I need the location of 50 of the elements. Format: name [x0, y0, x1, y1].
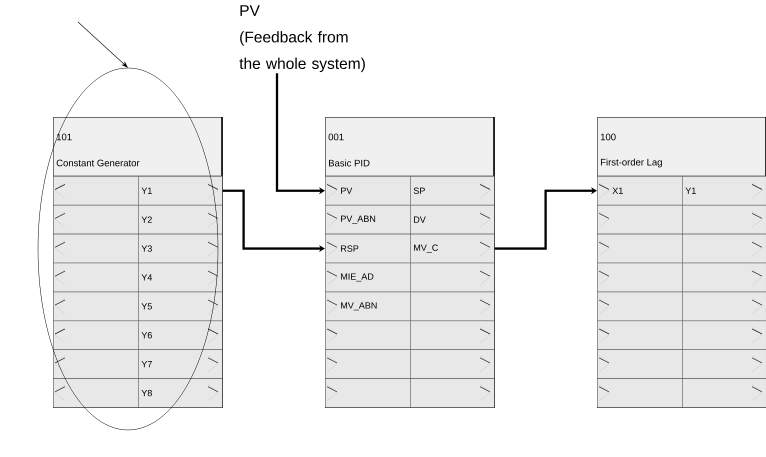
port-cell: Y6	[138, 320, 223, 350]
port-cell	[53, 176, 139, 206]
port-cell	[410, 378, 495, 408]
port-cell: Y5	[138, 292, 223, 322]
port-cell	[597, 320, 683, 350]
port-cell	[682, 378, 766, 408]
port-cell	[682, 320, 766, 350]
port-cell	[325, 378, 411, 408]
port-cell	[682, 292, 766, 322]
port-cell: Y7	[138, 349, 223, 379]
port-cell: SP	[410, 176, 495, 206]
ellipse	[38, 68, 218, 430]
port-cell: PV	[325, 176, 411, 206]
port-cell	[682, 234, 766, 264]
port-cell	[597, 262, 683, 292]
port-cell	[597, 204, 683, 234]
port-cell	[597, 292, 683, 322]
port-cell	[682, 349, 766, 379]
port-cell: X1	[597, 176, 683, 206]
port-cell: PV_ABN	[325, 204, 411, 234]
port-cell	[597, 349, 683, 379]
port-cell: Y4	[138, 262, 223, 292]
port-cell	[53, 349, 139, 379]
port-cell: Y8	[138, 378, 223, 408]
port-cell	[410, 262, 495, 292]
port-cell	[410, 292, 495, 322]
port-cell	[410, 320, 495, 350]
port-cell: Y1	[138, 176, 223, 206]
port-cell: MIE_AD	[325, 262, 411, 292]
port-cell: DV	[410, 204, 495, 234]
annotation-text: PV (Feedback from the whole system)	[239, 5, 365, 72]
port-cell: MV_ABN	[325, 292, 411, 322]
port-cell	[325, 349, 411, 379]
port-cell	[597, 378, 683, 408]
port-cell	[53, 234, 139, 264]
port-cell: Y3	[138, 234, 223, 264]
port-cell: Y2	[138, 204, 223, 234]
port-cell	[53, 262, 139, 292]
port-cell	[53, 204, 139, 234]
port-cell	[410, 349, 495, 379]
port-cell	[597, 234, 683, 264]
port-cell	[53, 292, 139, 322]
port-cell	[682, 262, 766, 292]
port-cell	[53, 320, 139, 350]
port-cell	[325, 320, 411, 350]
port-cell: MV_C	[410, 234, 495, 264]
port-cell	[53, 378, 139, 408]
port-cell: Y1	[682, 176, 766, 206]
port-cell: RSP	[325, 234, 411, 264]
port-cell	[682, 204, 766, 234]
